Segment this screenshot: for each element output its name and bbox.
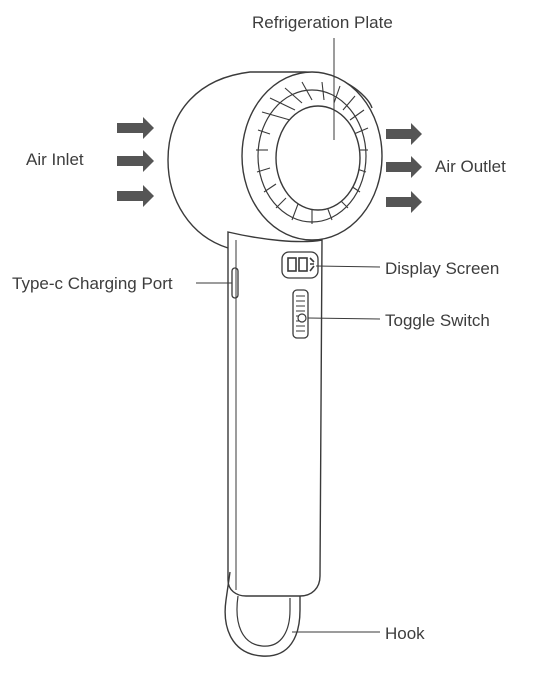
label-air-outlet: Air Outlet [435,157,506,176]
label-refrigeration-plate: Refrigeration Plate [252,13,393,32]
label-toggle-switch: Toggle Switch [385,311,490,330]
inlet-arrow-icon [117,185,154,207]
hook-inner [236,595,291,647]
leader-display-screen [315,265,381,268]
air-outlet-arrows [386,123,422,213]
display-screen [281,251,319,279]
hook [224,571,301,657]
outlet-arrow-icon [386,156,422,178]
inlet-arrow-icon [117,117,154,139]
toggle-switch-knob [297,313,307,323]
label-air-inlet: Air Inlet [26,150,84,169]
leader-toggle-switch [307,317,381,320]
refrigeration-plate [275,105,361,211]
label-display-screen: Display Screen [385,259,500,278]
inlet-arrow-icon [117,150,154,172]
outlet-arrow-icon [386,123,422,145]
outlet-vanes [256,81,369,224]
handle-outline [227,231,323,597]
air-inlet-arrows [117,117,154,207]
display-digits [287,257,315,272]
leader-lines [196,38,381,633]
toggle-switch-ridges [296,295,305,332]
outlet-arrow-icon [386,191,422,213]
label-hook: Hook [385,624,425,643]
label-charging-port: Type-c Charging Port [12,274,173,293]
toggle-switch [292,289,309,339]
